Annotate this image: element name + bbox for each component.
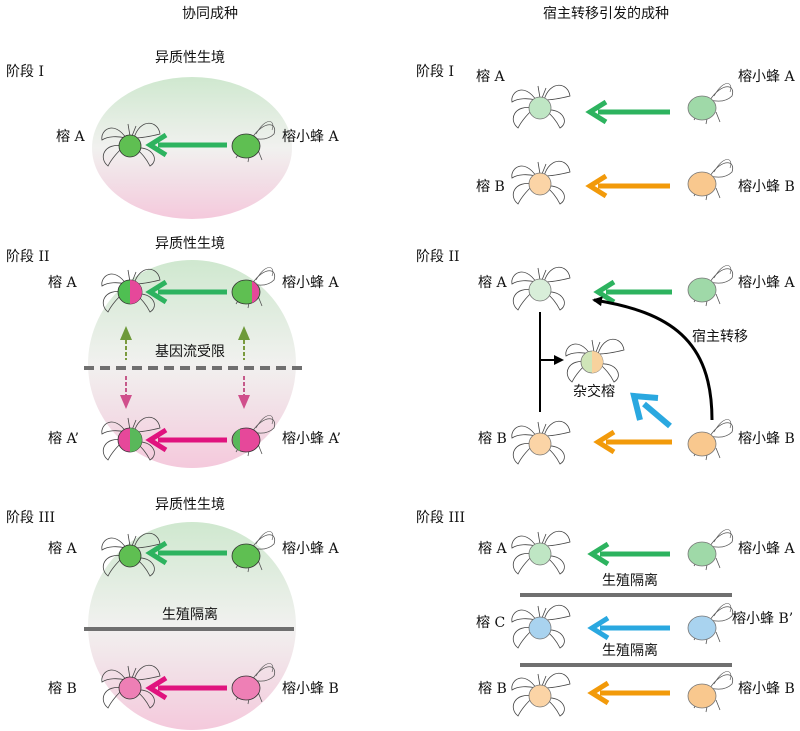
stage-label: 阶段 III xyxy=(416,510,465,526)
stage-label: 阶段 I xyxy=(416,64,454,80)
wasp-b xyxy=(687,419,734,461)
left-stage-2: 阶段 II 异质性生境 榕 A 榕小蜂 A 基因流 xyxy=(6,236,341,468)
wasp-a xyxy=(687,265,734,307)
host-shift-arrow xyxy=(592,296,714,421)
fig-label: 榕 A xyxy=(476,69,505,85)
wasp-label: 榕小蜂 A xyxy=(282,275,339,291)
fig-b xyxy=(511,672,571,717)
pollination-arrow xyxy=(587,680,610,706)
fig-label: 榕 A xyxy=(48,541,77,557)
left-stage-1: 阶段 I 异质性生境 榕 A 榕小蜂 A xyxy=(6,50,339,219)
pollination-arrow xyxy=(587,541,610,567)
pollination-arrow xyxy=(585,173,608,199)
environment-label: 异质性生境 xyxy=(155,236,225,252)
stage-label: 阶段 II xyxy=(6,249,50,265)
fig-a xyxy=(101,532,161,577)
environment-label: 异质性生境 xyxy=(155,50,225,66)
left-stage-3: 阶段 III 异质性生境 榕 A 榕小蜂 A 生殖隔离 榕 B 榕小蜂 B xyxy=(6,497,339,730)
wasp-b xyxy=(231,663,276,705)
fig-label: 榕 A xyxy=(56,129,85,145)
wasp-a xyxy=(687,529,734,571)
environment-label: 异质性生境 xyxy=(155,497,225,513)
wasp-a xyxy=(231,531,276,573)
fig-a xyxy=(511,84,571,129)
wasp-label: 榕小蜂 B xyxy=(738,179,795,195)
fig-label: 榕 A xyxy=(478,541,507,557)
wasp-label: 榕小蜂 B’ xyxy=(732,611,793,627)
heterogeneous-habitat xyxy=(88,260,296,468)
fig-b xyxy=(101,664,161,709)
pollination-arrow xyxy=(587,615,610,641)
pollination-arrow xyxy=(585,99,608,125)
fig-label: 榕 A xyxy=(48,275,77,291)
pollination-arrow xyxy=(145,279,168,305)
wasp-label: 榕小蜂 A xyxy=(738,69,795,85)
hybrid-label: 杂交榕 xyxy=(573,383,615,400)
fig-label: 榕 A’ xyxy=(48,431,79,447)
blue-pollination-arrow xyxy=(630,392,659,421)
right-column-title: 宿主转移引发的成种 xyxy=(543,5,669,22)
stage-label: 阶段 II xyxy=(416,249,460,265)
left-column-title: 协同成种 xyxy=(182,6,238,22)
fig-label: 榕 B xyxy=(48,681,77,697)
fig-label: 榕 B xyxy=(476,179,505,195)
fig-a xyxy=(101,268,161,313)
wasp-a xyxy=(231,267,276,309)
fig-label: 榕 A xyxy=(478,275,507,291)
fig-label: 榕 C xyxy=(476,615,505,631)
isolation-label: 生殖隔离 xyxy=(602,642,658,659)
right-stage-3: 阶段 III 榕 A 榕小蜂 A 生殖隔离 榕 C 榕小蜂 B’ 生殖隔离 xyxy=(416,510,795,717)
wasp-label: 榕小蜂 A xyxy=(282,541,339,557)
pollination-arrow xyxy=(145,540,168,566)
host-shift-label: 宿主转移 xyxy=(692,328,748,345)
fig-b xyxy=(511,160,571,205)
wasp-b xyxy=(687,671,734,713)
fig-c xyxy=(511,604,571,649)
fig-a-prime xyxy=(101,416,161,461)
wasp-b xyxy=(687,159,734,201)
wasp-label: 榕小蜂 B xyxy=(738,681,795,697)
fig-label: 榕 B xyxy=(478,431,507,447)
wasp-b-prime xyxy=(687,603,734,645)
fig-a xyxy=(511,266,571,311)
fig-label: 榕 B xyxy=(478,681,507,697)
wasp-a-prime xyxy=(231,415,276,457)
stage-label: 阶段 I xyxy=(6,64,44,80)
pollination-arrow xyxy=(593,279,616,305)
right-stage-2: 阶段 II 榕 A 榕小蜂 A 宿主转移 杂交榕 xyxy=(416,249,795,465)
fig-b xyxy=(511,420,571,465)
pollination-arrow xyxy=(593,429,616,455)
wasp-label: 榕小蜂 A xyxy=(282,129,339,145)
pollination-arrow xyxy=(145,427,168,453)
right-stage-1: 阶段 I 榕 A 榕小蜂 A 榕 B 榕小蜂 B xyxy=(416,64,795,205)
wasp-a xyxy=(231,121,276,163)
wasp-label: 榕小蜂 B xyxy=(282,681,339,697)
wasp-label: 榕小蜂 A xyxy=(738,275,795,291)
gene-flow-arrows xyxy=(120,326,250,409)
fig-a xyxy=(101,122,161,167)
hybrid-fig xyxy=(565,338,625,383)
barrier-label: 基因流受限 xyxy=(155,343,225,360)
wasp-label: 榕小蜂 A’ xyxy=(282,431,341,447)
isolation-label: 生殖隔离 xyxy=(162,606,218,623)
wasp-a xyxy=(687,83,734,125)
fig-a xyxy=(511,530,571,575)
stage-label: 阶段 III xyxy=(6,510,55,526)
heterogeneous-habitat xyxy=(92,77,292,219)
pollination-arrow xyxy=(145,675,168,701)
pollination-arrow xyxy=(145,132,168,158)
wasp-label: 榕小蜂 B xyxy=(738,431,795,447)
isolation-label: 生殖隔离 xyxy=(602,572,658,589)
wasp-label: 榕小蜂 A xyxy=(738,541,795,557)
